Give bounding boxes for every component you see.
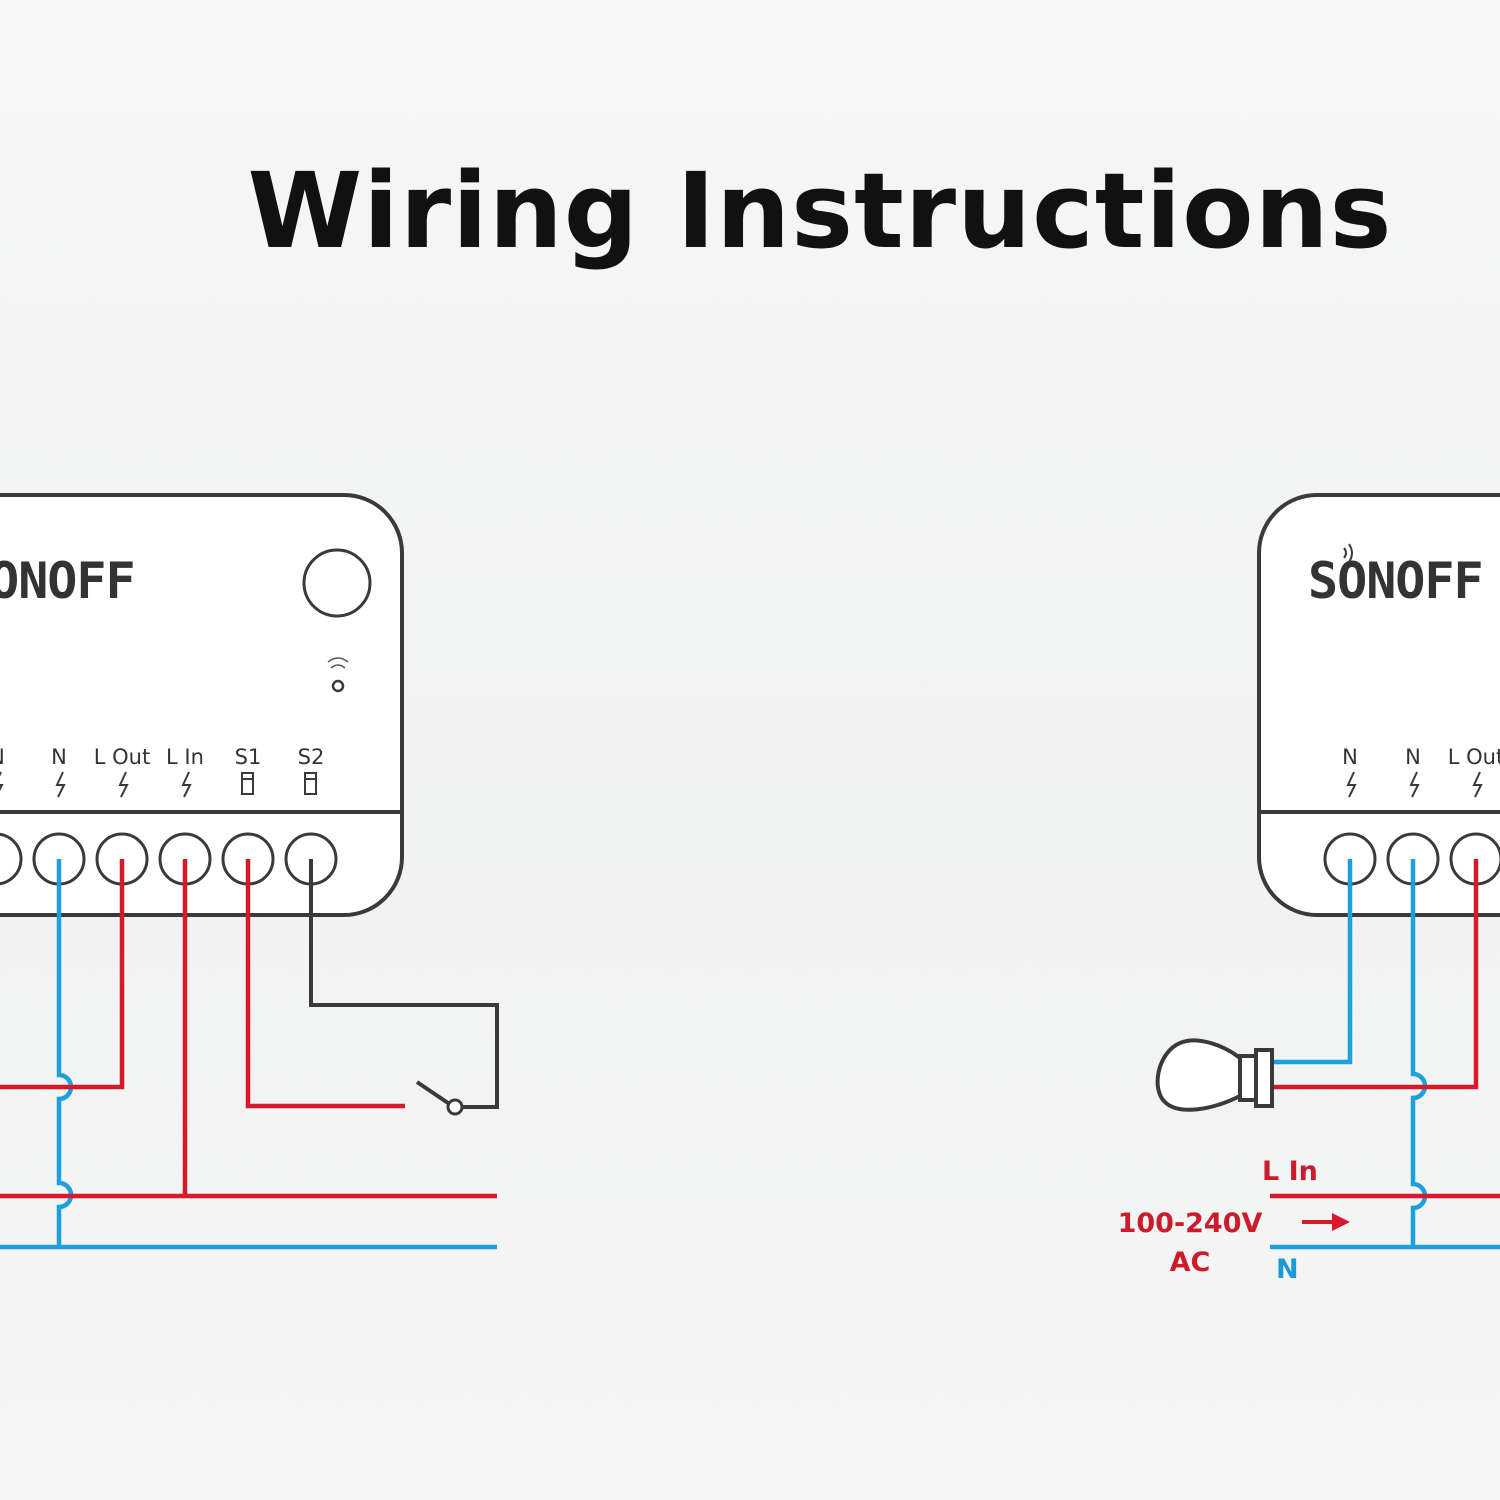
left-s2-wire	[309, 859, 499, 1109]
switch-input-icon	[241, 772, 254, 795]
bolt-icon	[55, 771, 66, 798]
bolt-icon	[181, 771, 192, 798]
right-wires	[1270, 859, 1500, 1250]
left-lout-wire	[0, 859, 125, 1090]
left-wires	[0, 859, 499, 1250]
right-brand-logo: SONOFF	[1308, 552, 1483, 610]
wall-switch-icon	[415, 1080, 464, 1116]
left-s1-wire	[245, 859, 405, 1109]
left-terminal-label-s2: S2	[298, 745, 325, 769]
left-device: SONOFF N N L Out L In S1 S2	[0, 493, 404, 917]
left-terminal-n1	[0, 832, 23, 886]
bolt-icon	[1472, 771, 1483, 798]
right-lout-wire	[1272, 859, 1479, 1090]
supply-neutral-label: N	[1276, 1254, 1299, 1285]
arrow-right-icon	[1302, 1213, 1350, 1231]
right-device: SONOFF N N L Out	[1257, 493, 1500, 917]
bolt-icon	[118, 771, 129, 798]
left-terminal-label-lin: L In	[166, 745, 204, 769]
left-brand-logo: SONOFF	[0, 552, 135, 610]
right-terminal-label-lout: L Out	[1448, 745, 1500, 769]
supply-voltage-label: 100-240V	[1118, 1208, 1263, 1239]
switch-input-icon	[304, 772, 317, 795]
supply-ac-label: AC	[1170, 1247, 1211, 1278]
right-neutral-wire-lamp	[1272, 859, 1353, 1065]
page-title: Wiring Instructions	[247, 150, 1393, 272]
right-terminal-label-n2: N	[1405, 745, 1421, 769]
supply-live-label: L In	[1262, 1156, 1318, 1187]
left-neutral-wire-2	[56, 859, 74, 1247]
left-terminal-label-n2: N	[51, 745, 67, 769]
left-terminal-label-s1: S1	[235, 745, 262, 769]
wifi-signal-icon	[327, 657, 349, 693]
left-terminal-label-lout: L Out	[94, 745, 150, 769]
wifi-signal-icon	[1343, 543, 1353, 563]
light-bulb-icon	[1155, 1038, 1274, 1112]
right-neutral-wire	[1410, 859, 1428, 1247]
bolt-icon	[1409, 771, 1420, 798]
left-button[interactable]	[302, 548, 372, 618]
bolt-icon	[1346, 771, 1357, 798]
right-terminal-label-n1: N	[1342, 745, 1358, 769]
left-terminal-label-n1: N	[0, 745, 5, 769]
